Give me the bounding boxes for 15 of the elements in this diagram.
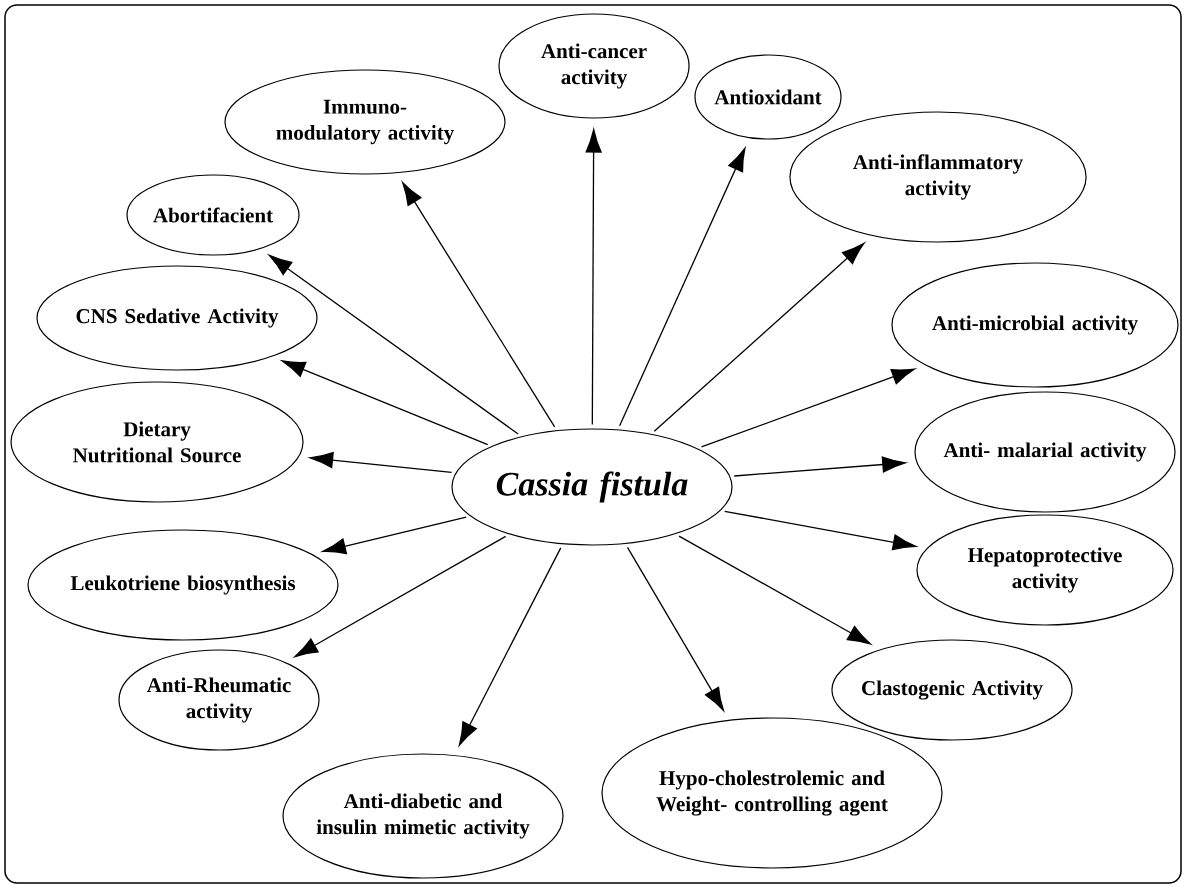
arrow bbox=[585, 129, 602, 426]
arrow bbox=[700, 368, 916, 448]
arrow bbox=[678, 535, 872, 645]
arrow bbox=[458, 547, 562, 746]
arrow bbox=[626, 546, 724, 711]
arrow bbox=[322, 516, 467, 555]
arrow bbox=[733, 456, 906, 477]
arrow bbox=[268, 254, 519, 435]
arrow bbox=[653, 242, 865, 432]
arrow bbox=[402, 181, 556, 428]
arrow bbox=[281, 360, 489, 446]
arrow bbox=[309, 452, 453, 474]
arrow bbox=[724, 510, 917, 551]
arrow bbox=[619, 147, 746, 427]
arrow bbox=[294, 535, 507, 658]
